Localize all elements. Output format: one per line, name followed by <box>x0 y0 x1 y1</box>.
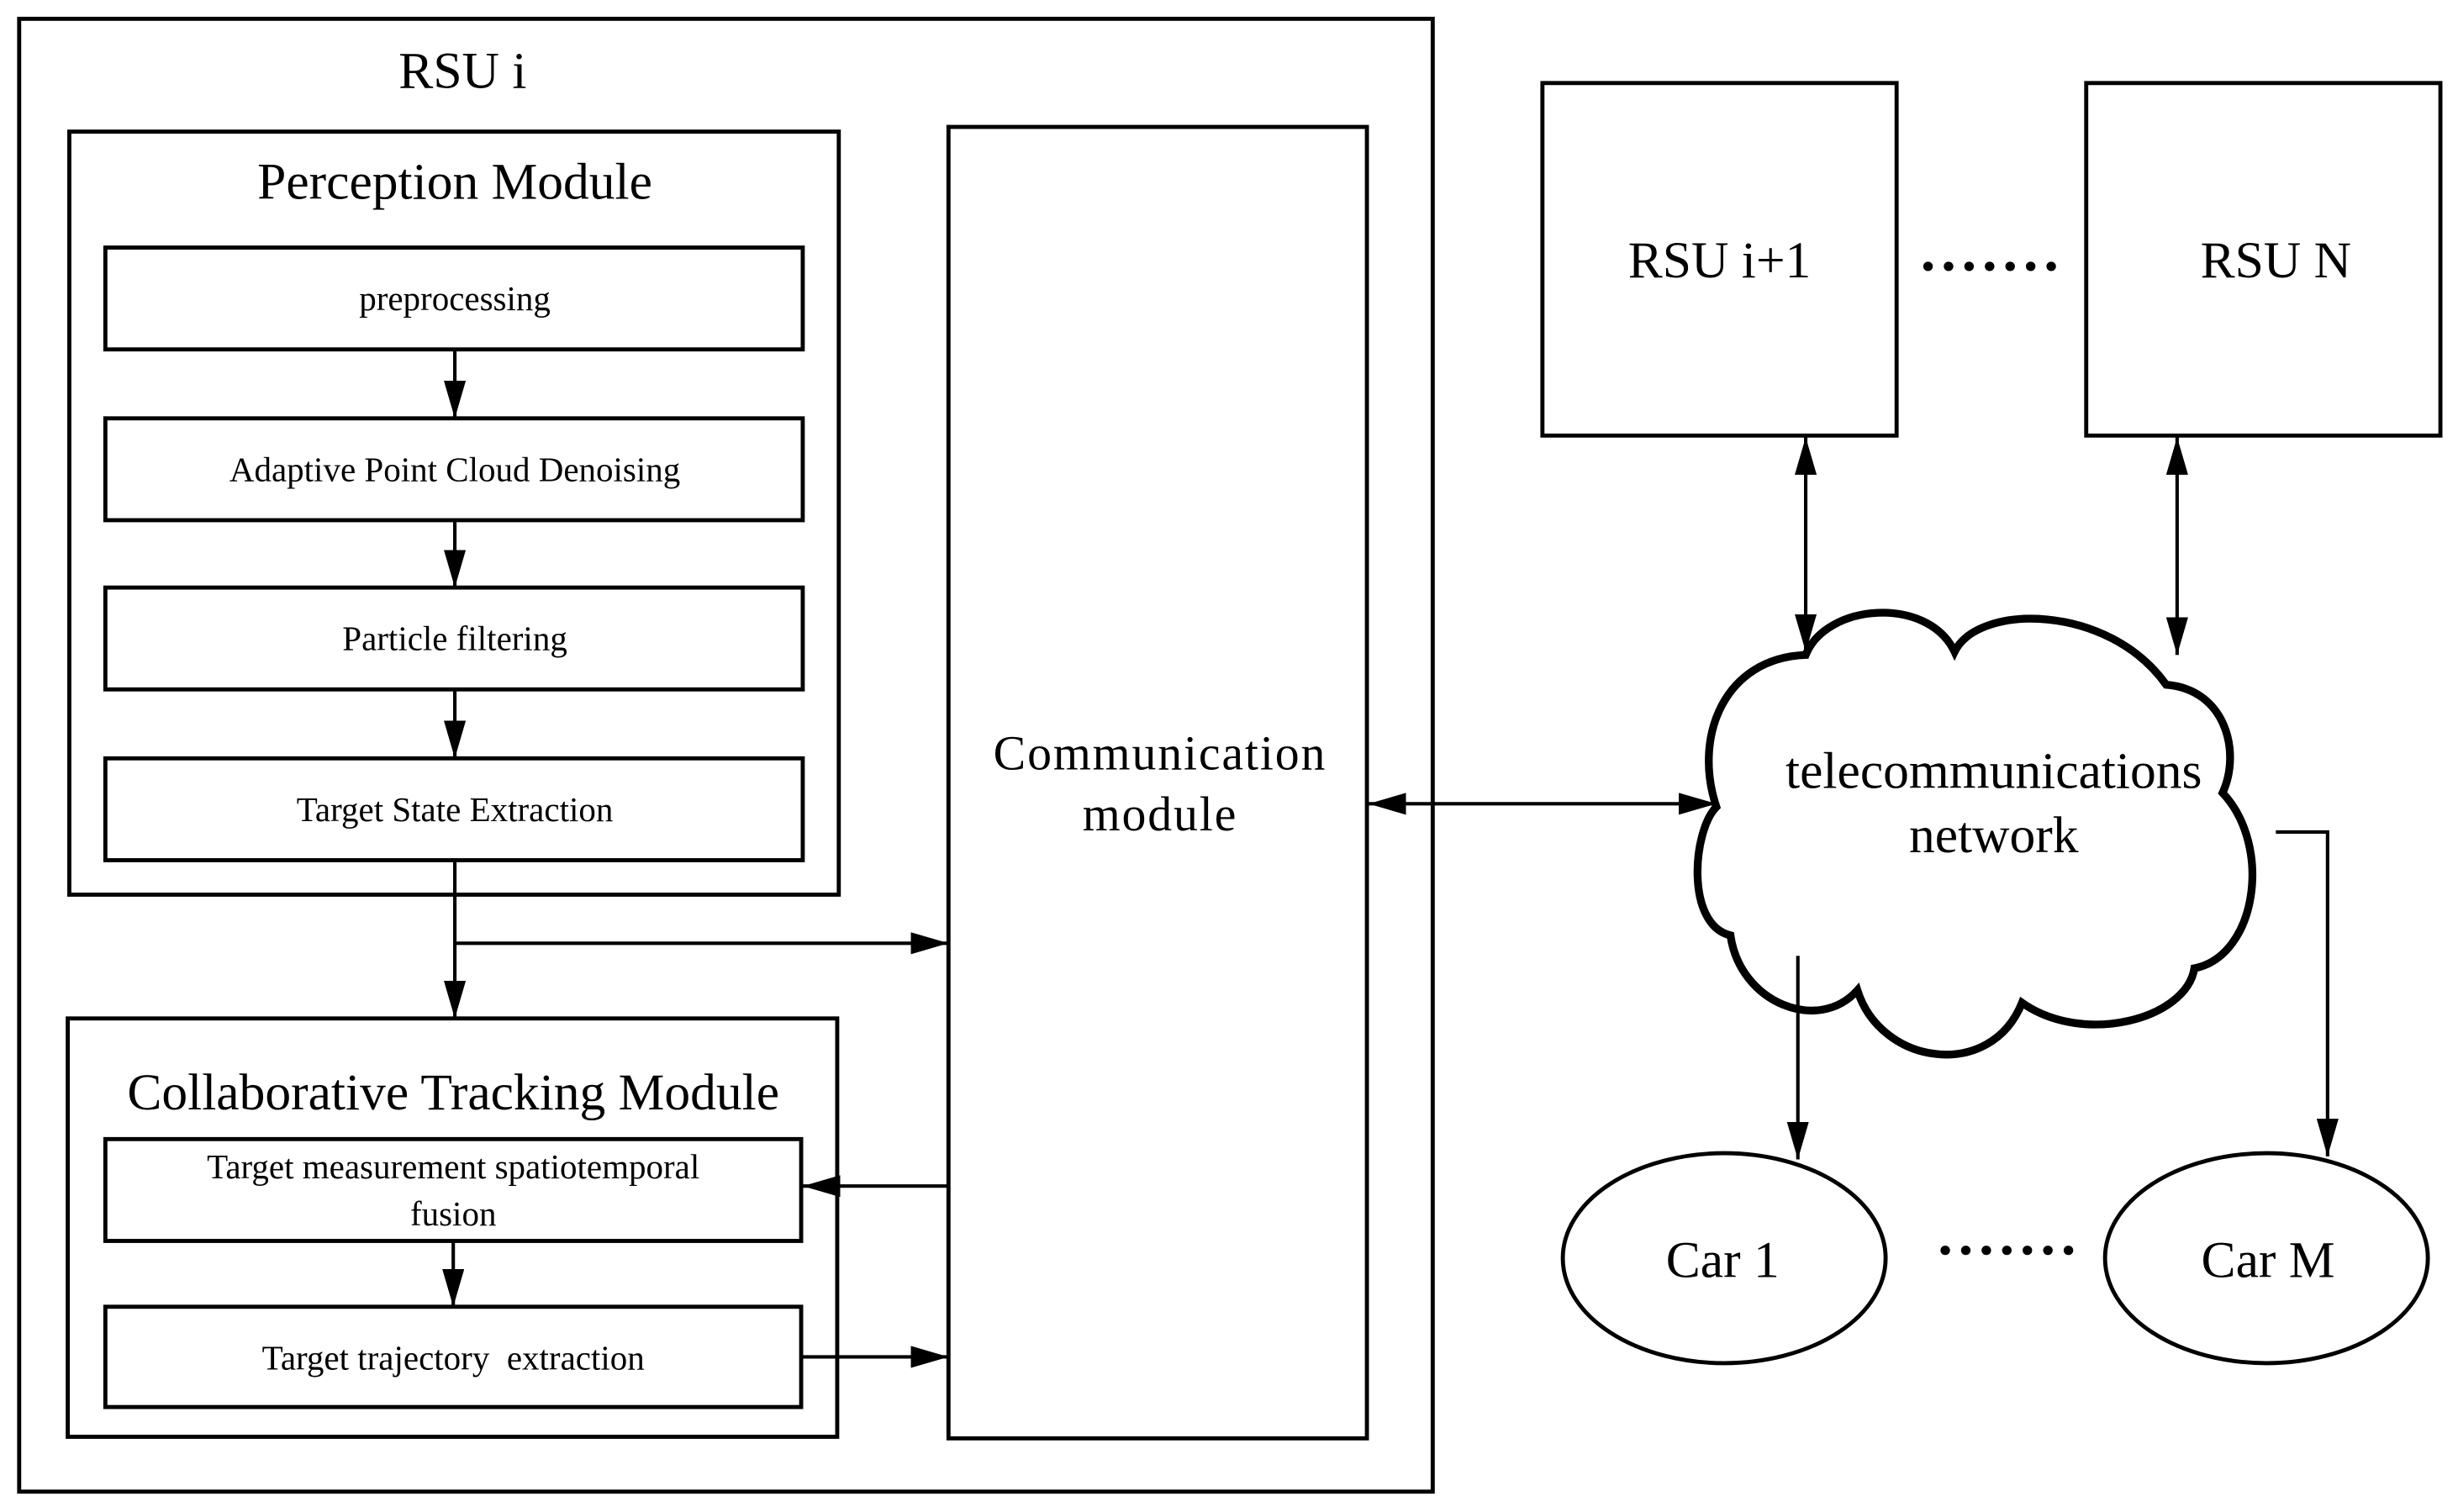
preprocessing-label: preprocessing <box>359 279 551 318</box>
step-particle-filtering: Particle filtering <box>103 585 805 692</box>
rsu-i-plus-1: RSU i+1 <box>1540 81 1899 438</box>
car-1: Car 1 <box>1560 1151 1888 1366</box>
communication-module-label-line2: module <box>1083 788 1238 841</box>
communication-module: Communication module <box>946 124 1369 1441</box>
network-label-line2: network <box>1909 807 2079 864</box>
rsu-n: RSU N <box>2084 81 2443 438</box>
rsu-i-title: RSU i <box>398 42 526 99</box>
step-preprocessing: preprocessing <box>103 245 805 352</box>
rsu-i-plus-1-label: RSU i+1 <box>1628 232 1812 289</box>
car-m: Car M <box>2102 1151 2430 1366</box>
collaborative-tracking-module: Collaborative Tracking Module Target mea… <box>66 1016 840 1439</box>
perception-module: Perception Module preprocessing Adaptive… <box>67 129 841 897</box>
rsu-i-plus-1-box <box>1540 81 1899 438</box>
perception-module-title: Perception Module <box>257 154 652 211</box>
rsu-n-box <box>2084 81 2443 438</box>
car-1-label: Car 1 <box>1666 1231 1780 1288</box>
preprocessing-box <box>103 245 805 352</box>
denoising-label: Adaptive Point Cloud Denoising <box>229 450 680 488</box>
car-m-label: Car M <box>2202 1231 2335 1288</box>
arrow-network-to-car-m <box>2276 830 2339 1156</box>
trajectory-box <box>103 1304 804 1409</box>
step-trajectory-extraction: Target trajectory extraction <box>103 1304 804 1409</box>
trajectory-label: Target trajectory extraction <box>262 1338 645 1377</box>
car-1-ellipse <box>1560 1151 1888 1366</box>
cloud-shape <box>1693 608 2256 1059</box>
fusion-label-line2: fusion <box>410 1194 497 1233</box>
particle-filtering-label: Particle filtering <box>342 619 567 658</box>
network-label-line1: telecommunications <box>1785 743 2202 800</box>
rsu-n-label: RSU N <box>2201 232 2351 289</box>
communication-module-label-line1: Communication <box>994 726 1327 780</box>
step-spatiotemporal-fusion: Target measurement spatiotemporal fusion <box>103 1136 804 1243</box>
step-target-state-extraction: Target State Extraction <box>103 756 805 862</box>
telecommunications-network: telecommunications network <box>1693 608 2256 1059</box>
fusion-label-line1: Target measurement spatiotemporal <box>207 1147 699 1186</box>
target-state-extraction-label: Target State Extraction <box>297 790 614 829</box>
communication-module-border <box>946 124 1369 1441</box>
step-adaptive-point-cloud-denoising: Adaptive Point Cloud Denoising <box>103 416 805 523</box>
fusion-box <box>103 1136 804 1243</box>
car-m-ellipse <box>2102 1151 2430 1366</box>
tracking-module-title: Collaborative Tracking Module <box>127 1064 779 1121</box>
